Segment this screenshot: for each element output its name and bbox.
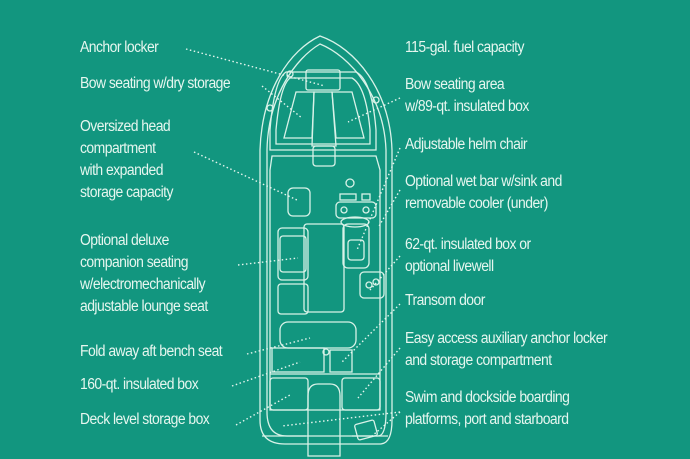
boat-outline (259, 35, 393, 457)
bow-seat-starboard (331, 91, 365, 139)
cockpit (269, 155, 381, 411)
bow-deck (269, 71, 377, 151)
leader-aft-bench (246, 337, 311, 355)
gunwale (266, 43, 387, 437)
label-bow-seating: Bow seating w/dry storage (80, 75, 231, 92)
anchor-locker (305, 69, 341, 91)
companion-seat (277, 227, 309, 281)
leader-bow-seating-area (347, 97, 401, 123)
bow-seat-port (283, 91, 315, 139)
leader-transom-door (341, 303, 401, 363)
transom-door (307, 383, 341, 457)
storage-box-starboard (341, 377, 381, 411)
walkway (311, 91, 337, 147)
label-deck-storage: Deck level storage box (80, 411, 210, 428)
helm-chair (342, 223, 370, 269)
head-compartment (287, 187, 311, 217)
label-160qt-box: 160-qt. insulated box (80, 376, 199, 393)
leader-bow-seating (261, 85, 303, 119)
leader-lines (185, 48, 401, 437)
hull (259, 35, 393, 445)
leader-aux-locker (357, 347, 401, 399)
leader-swim-port (281, 411, 401, 427)
label-anchor-locker: Anchor locker (80, 39, 159, 56)
leader-companion (237, 257, 299, 266)
leader-wet-bar (377, 189, 401, 229)
leader-helm-chair (356, 147, 401, 251)
label-aft-bench: Fold away aft bench seat (80, 343, 223, 360)
boarding-ladder (354, 419, 378, 441)
aux-locker (329, 349, 353, 373)
label-transom-door: Transom door (405, 292, 485, 309)
wet-bar (335, 201, 377, 219)
leader-head (193, 151, 298, 201)
console-table (303, 223, 345, 313)
leader-160qt (231, 361, 301, 387)
livewell (359, 271, 385, 299)
label-fuel-capacity: 115-gal. fuel capacity (405, 39, 524, 56)
aft-bench (279, 321, 357, 349)
storage-box-port (269, 377, 309, 411)
label-helm-chair: Adjustable helm chair (405, 136, 528, 153)
